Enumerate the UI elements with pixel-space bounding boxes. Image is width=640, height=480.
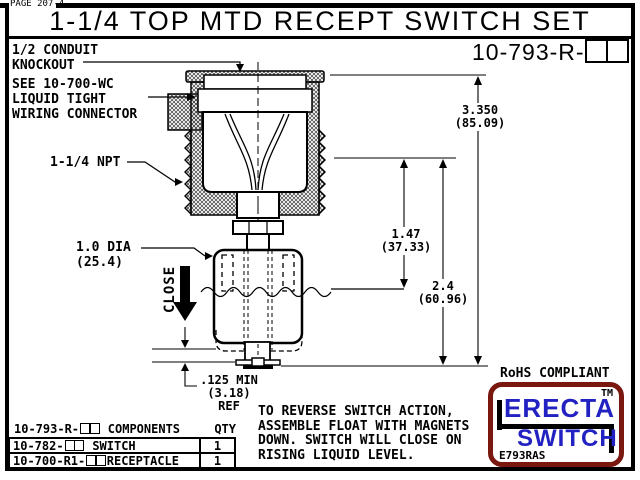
border-right xyxy=(631,3,635,471)
fill-box xyxy=(89,423,100,434)
qty-header: QTY xyxy=(214,422,236,436)
part-number-fill-box xyxy=(605,39,629,63)
dimension-arrowheads xyxy=(181,76,482,371)
reverse-action-note: TO REVERSE SWITCH ACTION, ASSEMBLE FLOAT… xyxy=(258,404,470,463)
title-box-underline xyxy=(5,36,635,39)
part-number-fill-box xyxy=(584,39,608,63)
logo-brand-bottom: SWITCH xyxy=(517,425,618,452)
dim-level: 2.4 (60.96) xyxy=(410,279,476,307)
dim-clearance: .125 MIN (3.18) REF xyxy=(200,373,258,413)
border-bottom xyxy=(5,467,635,471)
fill-box xyxy=(86,455,97,466)
component-name: 10-700-R1-RECEPTACLE xyxy=(13,454,179,468)
logo-drawing-code: E793RAS xyxy=(499,449,546,462)
leader-arrowheads xyxy=(175,64,244,260)
part-number: 10-793-R- xyxy=(472,39,629,66)
border-corner-mark xyxy=(0,3,8,8)
rohs-compliant-label: RoHS COMPLIANT xyxy=(500,366,610,381)
switch-wires-drawing xyxy=(224,113,290,191)
receptacle-flange xyxy=(197,88,313,113)
component-qty: 1 xyxy=(199,439,234,453)
table-header-label: COMPONENTS xyxy=(107,422,181,436)
upper-stem xyxy=(246,233,270,251)
page-number-label: PAGE 207-4 xyxy=(10,0,65,9)
part-number-prefix: 10-793-R- xyxy=(472,39,585,65)
thread-left xyxy=(184,128,192,216)
receptacle-plate xyxy=(203,74,307,90)
dimension-lines xyxy=(152,74,488,387)
close-direction-arrow xyxy=(173,266,197,321)
float-drawing xyxy=(212,191,304,369)
magnet-right-dashed xyxy=(282,254,295,292)
border-left xyxy=(5,3,9,471)
border-top xyxy=(56,3,635,8)
trademark-symbol: TM xyxy=(600,388,613,399)
callout-close: CLOSE xyxy=(162,265,178,313)
callout-conduit-knockout: 1/2 CONDUIT KNOCKOUT xyxy=(12,43,99,73)
page-title: 1-1/4 TOP MTD RECEPT SWITCH SET xyxy=(49,6,591,36)
dim-overall: 3.350 (85.09) xyxy=(447,103,513,131)
thread-right xyxy=(318,128,326,216)
callout-wiring-connector: SEE 10-700-WC LIQUID TIGHT WIRING CONNEC… xyxy=(12,77,138,122)
fill-box xyxy=(64,440,75,451)
logo-bracket-right xyxy=(609,424,614,453)
component-name: 10-782- SWITCH xyxy=(13,439,136,453)
fill-box xyxy=(74,440,85,451)
component-qty: 1 xyxy=(199,454,234,468)
callout-npt: 1-1/4 NPT xyxy=(50,155,121,170)
logo-bracket-left xyxy=(497,400,502,430)
erecta-switch-logo: TM ERECTA SWITCH E793RAS xyxy=(488,382,624,467)
table-row: 10-700-R1-RECEPTACLE 1 xyxy=(8,452,236,469)
logo-brand-top: ERECTA xyxy=(504,393,615,423)
table-header-part: 10-793-R- xyxy=(14,422,80,436)
callout-float-diameter: 1.0 DIA (25.4) xyxy=(76,240,131,270)
logo-bracket-shelf xyxy=(497,424,614,429)
liquid-level-line xyxy=(200,286,404,298)
fill-box xyxy=(95,455,106,466)
components-table-header: QTY 10-793-R- COMPONENTS xyxy=(14,422,238,436)
float-body xyxy=(212,248,304,345)
hex-nut xyxy=(232,220,284,235)
fill-box xyxy=(80,423,91,434)
dim-travel: 1.47 (37.33) xyxy=(373,227,439,255)
magnet-left-dashed xyxy=(221,254,234,292)
